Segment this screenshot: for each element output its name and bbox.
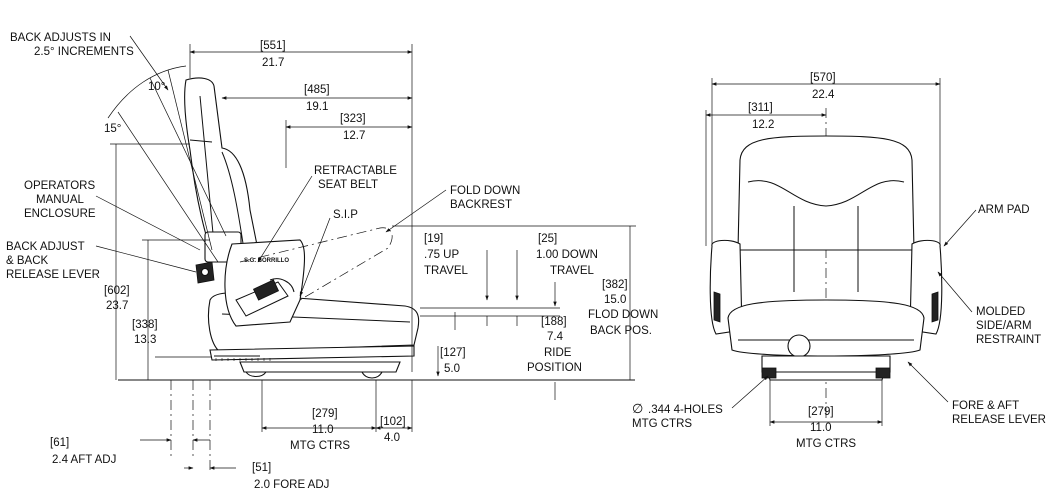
back-adjusts-label-1: BACK ADJUSTS IN bbox=[10, 32, 111, 44]
up-travel-mm: [19] bbox=[424, 233, 443, 245]
dim-height-mm: [602] bbox=[104, 285, 130, 297]
front-half-in: 12.2 bbox=[752, 119, 774, 131]
dim-back-depth-in: 19.1 bbox=[306, 101, 328, 113]
down-travel-in: 1.00 DOWN bbox=[536, 249, 598, 261]
operators-label-1: OPERATORS bbox=[24, 180, 95, 192]
flod-down-in: 15.0 bbox=[604, 294, 626, 306]
dim-back-depth-mm: [485] bbox=[304, 84, 330, 96]
holes-label-1: .344 4-HOLES bbox=[648, 404, 723, 416]
retractable-label-1: RETRACTABLE bbox=[314, 165, 397, 177]
back-adjusts-label-2: 2.5° INCREMENTS bbox=[34, 46, 134, 58]
dim-base-in: 5.0 bbox=[444, 363, 460, 375]
mtg-ctrs-label: MTG CTRS bbox=[290, 440, 350, 452]
aft-adj-mm: [61] bbox=[50, 437, 69, 449]
sip-label: S.I.P bbox=[333, 209, 358, 221]
dim-overall-depth-in: 21.7 bbox=[262, 57, 284, 69]
front-mtg-mm: [279] bbox=[808, 406, 834, 418]
ride-position-mm: [188] bbox=[541, 316, 567, 328]
arm-pad-label: ARM PAD bbox=[978, 204, 1030, 216]
holes-label-2: MTG CTRS bbox=[632, 418, 692, 430]
front-seat-illustration bbox=[709, 135, 943, 381]
diameter-symbol: ∅ bbox=[632, 401, 643, 416]
front-view: [570] 22.4 [311] 12.2 ARM PAD MOLDED SID… bbox=[632, 72, 1046, 450]
fore-aft-label-2: RELEASE LEVER bbox=[952, 414, 1046, 426]
dim-seat-depth-mm: [323] bbox=[340, 113, 366, 125]
svg-text:S.G. BORRILLO: S.G. BORRILLO bbox=[244, 258, 289, 264]
fore-aft-label-1: FORE & AFT bbox=[952, 400, 1019, 412]
retractable-label-2: SEAT BELT bbox=[318, 179, 378, 191]
down-travel-mm: [25] bbox=[538, 233, 557, 245]
angle-10-label: 10° bbox=[148, 81, 165, 93]
ride-position-in: 7.4 bbox=[547, 331, 564, 343]
fore-adj-label: 2.0 FORE ADJ bbox=[254, 479, 329, 491]
up-travel-word: TRAVEL bbox=[424, 265, 468, 277]
back-adjust-label-3: RELEASE LEVER bbox=[6, 269, 100, 281]
flod-down-mm: [382] bbox=[602, 279, 628, 291]
ride-position-label-2: POSITION bbox=[527, 362, 582, 374]
molded-label-2: SIDE/ARM bbox=[976, 320, 1032, 332]
molded-label-3: RESTRAINT bbox=[976, 334, 1041, 346]
up-travel-in: .75 UP bbox=[424, 249, 459, 261]
back-adjust-label-2: & BACK bbox=[6, 255, 49, 267]
mtg-ctrs-in: 11.0 bbox=[312, 424, 334, 436]
angle-15-label: 15° bbox=[104, 123, 121, 135]
front-mtg-label: MTG CTRS bbox=[796, 438, 856, 450]
operators-label-3: ENCLOSURE bbox=[24, 208, 96, 220]
dim-front-mm: [102] bbox=[380, 416, 406, 428]
side-seat-illustration: S.G. BORRILLO bbox=[184, 77, 420, 379]
dim-base-mm: [127] bbox=[440, 347, 466, 359]
fore-adj-mm: [51] bbox=[252, 462, 271, 474]
aft-adj-label: 2.4 AFT ADJ bbox=[52, 454, 116, 466]
dim-front-in: 4.0 bbox=[384, 432, 400, 444]
fold-down-label-2: BACKREST bbox=[450, 199, 512, 211]
dim-hip-in: 13.3 bbox=[134, 334, 156, 346]
front-half-mm: [311] bbox=[748, 102, 773, 114]
back-adjust-label-1: BACK ADJUST bbox=[6, 241, 85, 253]
front-width-mm: [570] bbox=[810, 72, 836, 84]
front-width-in: 22.4 bbox=[812, 89, 835, 101]
fold-down-label-1: FOLD DOWN bbox=[450, 185, 520, 197]
flod-down-label-2: BACK POS. bbox=[590, 325, 652, 337]
dim-seat-depth-in: 12.7 bbox=[343, 130, 365, 142]
ride-position-label-1: RIDE bbox=[544, 347, 572, 359]
dim-overall-depth-mm: [551] bbox=[260, 40, 286, 52]
front-mtg-in: 11.0 bbox=[810, 422, 832, 434]
molded-label-1: MOLDED bbox=[976, 306, 1025, 318]
down-travel-word: TRAVEL bbox=[550, 265, 594, 277]
operators-label-2: MANUAL bbox=[36, 194, 85, 206]
flod-down-label-1: FLOD DOWN bbox=[588, 309, 658, 321]
dim-hip-mm: [338] bbox=[132, 319, 158, 331]
dim-height-in: 23.7 bbox=[106, 300, 128, 312]
side-view: S.G. BORRILLO bbox=[6, 32, 658, 491]
mtg-ctrs-mm: [279] bbox=[312, 408, 338, 420]
